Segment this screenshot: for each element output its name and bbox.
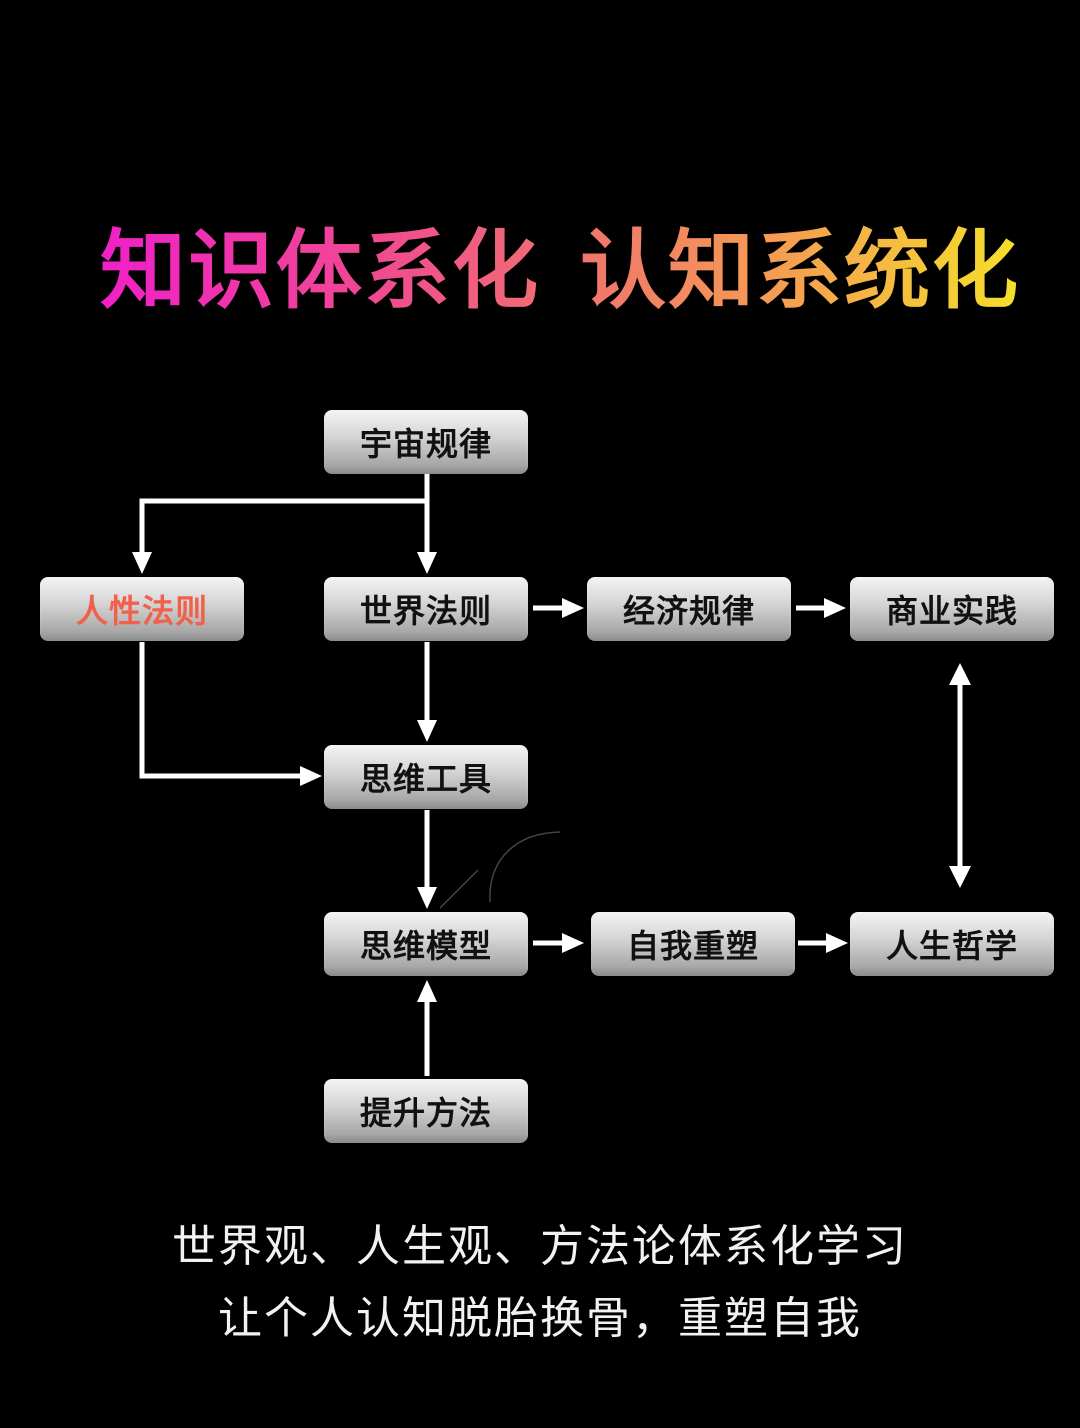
node-label: 人性法则 [75,592,208,630]
node-label: 提升方法 [359,1094,492,1132]
node-universe-laws[interactable]: 宇宙规律 [324,410,528,474]
node-economic-laws[interactable]: 经济规律 [587,577,791,641]
node-label: 思维工具 [359,760,492,798]
node-label: 商业实践 [885,592,1018,630]
arrowhead-life-down [949,866,971,888]
node-improvement-methods[interactable]: 提升方法 [324,1079,528,1143]
node-mental-models[interactable]: 思维模型 [324,912,528,976]
arrowhead-tools-right [300,766,322,786]
node-life-philosophy[interactable]: 人生哲学 [850,912,1054,976]
node-world-laws[interactable]: 世界法则 [324,577,528,641]
arrowhead-business [824,598,846,618]
node-label: 世界法则 [359,592,492,630]
arrowhead-business-up [949,663,971,685]
arrowhead-tools-down [417,720,437,742]
node-label: 经济规律 [622,592,755,630]
edge-universe-to-human [139,498,427,552]
node-business-practice[interactable]: 商业实践 [850,577,1054,641]
node-label: 自我重塑 [626,927,759,965]
arrowhead-life [826,933,848,953]
arrowhead-models-down [417,887,437,909]
node-self-reshaping[interactable]: 自我重塑 [591,912,795,976]
arrowhead-human [132,552,152,574]
node-label: 宇宙规律 [359,425,492,463]
edge-human-to-tools [139,642,300,779]
arrowhead-self [562,933,584,953]
arrowhead-world [417,552,437,574]
node-label: 思维模型 [359,927,492,965]
node-label: 人生哲学 [885,927,1018,965]
footer-line-1: 世界观、人生观、方法论体系化学习 [172,1221,908,1272]
footer-line-2: 让个人认知脱胎换骨，重塑自我 [218,1293,862,1344]
node-thinking-tools[interactable]: 思维工具 [324,745,528,809]
node-human-nature-laws[interactable]: 人性法则 [40,577,244,641]
stray-marks [439,831,561,909]
arrowhead-economic [562,598,584,618]
arrowhead-models-up [417,980,437,1002]
